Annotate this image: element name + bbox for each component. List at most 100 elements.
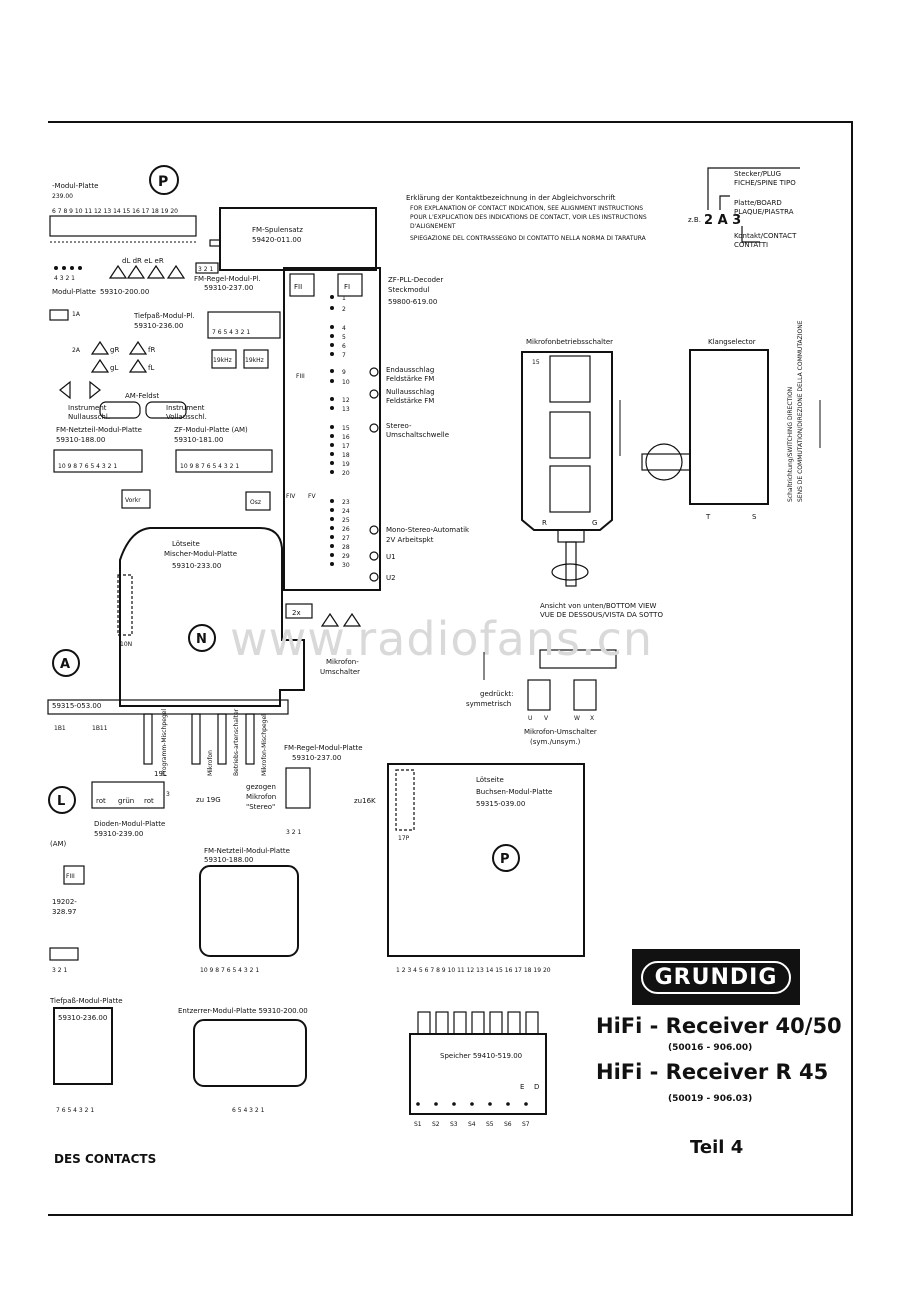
tiefpass-top-label: Tiefpaß-Modul-Pl. — [133, 312, 195, 320]
triangle-labels-mid: gR — [110, 346, 119, 354]
decoder-pin-label: 16 — [342, 434, 350, 441]
fm-netzteil-bottom-box — [199, 865, 299, 957]
legend-line-3: POUR L'EXPLICATION DES INDICATIONS DE CO… — [410, 214, 647, 221]
gezogen-label-3: "Stereo" — [246, 803, 275, 811]
connector-10n-label: 10N — [120, 641, 132, 648]
decoder-pin-dot — [330, 499, 334, 503]
page-frame — [48, 121, 853, 1216]
mikrofon-switch-contacts — [549, 355, 591, 513]
klang-knob-shaft — [641, 453, 691, 471]
fm-netzteil-top-number: 59310-188.00 — [56, 436, 105, 444]
switch-knob — [551, 563, 589, 581]
am-label: (AM) — [50, 840, 67, 848]
klangselector-label: Klangselector — [708, 338, 756, 346]
test-mono-stereo: Mono-Stereo-Automatik — [386, 526, 470, 534]
decoder-pin-label: 23 — [342, 499, 350, 506]
mikrofonbetrieb-outline — [521, 351, 613, 531]
part-label: Teil 4 — [690, 1137, 744, 1158]
decoder-pin-dot — [330, 334, 334, 338]
dioden-pins: 3 — [166, 791, 170, 798]
fm-netzteil-top-pins: 10 9 8 7 6 5 4 3 2 1 — [58, 463, 117, 470]
label-17p: 17P — [398, 835, 410, 842]
decoder-pin-label: 28 — [342, 544, 350, 551]
decoder-pin-dot — [330, 434, 334, 438]
legend-prefix: z.B. — [688, 216, 701, 224]
button-19khz-1-label: 19kHz — [213, 357, 232, 364]
connector-circle-p-bottom — [492, 844, 520, 872]
decoder-pin-label: 27 — [342, 535, 350, 542]
legend-stecker: Stecker/PLUG — [734, 170, 781, 178]
switch-row-labels: 15 — [532, 359, 540, 366]
filter-fii-label: FII — [294, 283, 302, 291]
decoder-pin-dot — [330, 306, 334, 310]
speicher-pin-dot — [506, 1102, 510, 1106]
zu-19g: zu 19G — [196, 796, 221, 804]
fm-spulensatz-tab — [209, 239, 221, 247]
circle-p-top-label: P — [158, 174, 168, 190]
modul-platte-top-num: 239.00 — [52, 193, 73, 200]
decoder-pin-label: 1 — [342, 295, 346, 302]
fiii-box — [63, 865, 85, 885]
button-19khz-2 — [243, 349, 269, 369]
fm-spulensatz-box — [219, 207, 377, 271]
decoder-pin-label: 17 — [342, 443, 350, 450]
decoder-pin-label: 7 — [342, 352, 346, 359]
decoder-pin-label: 30 — [342, 562, 350, 569]
test-stereo-umschalt-2: Umschaltschwelle — [386, 431, 449, 439]
dioden-gruen: grün — [118, 797, 134, 805]
decoder-pin-dot — [330, 452, 334, 456]
button-osz — [245, 491, 271, 511]
decoder-pin-dot — [330, 553, 334, 557]
switching-direction: Schaltrichtung/SWITCHING DIRECTION — [787, 387, 794, 502]
left-small-2: 328.97 — [52, 908, 77, 916]
adjust-triangles-right — [320, 612, 362, 627]
decoder-pin-dot — [330, 517, 334, 521]
legend-line-4: D'ALIGNEMENT — [410, 223, 456, 230]
zf-decoder-label: ZF-PLL-Decoder — [388, 276, 443, 284]
bottom-pin-1b1: 1B1 — [54, 725, 66, 732]
speicher-pin-dot — [470, 1102, 474, 1106]
fm-regel-bottom-label: FM-Regel-Modul-Platte — [284, 744, 363, 752]
small-2x-label: 2x — [292, 609, 301, 617]
speicher-d: D — [534, 1083, 539, 1091]
dioden-box — [91, 781, 165, 809]
decoder-pin-label: 5 — [342, 334, 346, 341]
tri-label-gl: gL — [110, 364, 118, 372]
title-hifi-receiver-r45: HiFi - Receiver R 45 — [596, 1060, 829, 1084]
speicher-pin-label: S1 — [414, 1121, 422, 1128]
decoder-pin-label: 12 — [342, 397, 350, 404]
klang-col-s: S — [752, 513, 757, 521]
decoder-pin-label: 10 — [342, 379, 350, 386]
fm-netzteil-top-connector — [53, 449, 143, 473]
connector-17p — [395, 769, 415, 831]
instrument-voll-box — [145, 401, 187, 419]
buchsen-modul-number: 59315-039.00 — [476, 800, 525, 808]
decoder-pin-dot — [330, 470, 334, 474]
instrument-null-label: Instrument — [68, 404, 107, 412]
circle-p-bottom-label: P — [500, 852, 510, 867]
ansicht-label-2: VUE DE DESSOUS/VISTA DA SOTTO — [540, 611, 663, 619]
speicher-pin-label: S4 — [468, 1121, 476, 1128]
legend-line-1: Erklärung der Kontaktbezeichnung in der … — [406, 194, 616, 202]
decoder-pin-dot — [330, 397, 334, 401]
decoder-pin-dot — [330, 369, 334, 373]
speicher-pin-dot — [524, 1102, 528, 1106]
circle-l-label: L — [57, 794, 65, 809]
decoder-pin-dot — [330, 352, 334, 356]
decoder-pin-label: 2 — [342, 306, 346, 313]
zf-decoder-number: 59800-619.00 — [388, 298, 437, 306]
button-19khz-2-label: 19kHz — [245, 357, 264, 364]
title-hifi-receiver-40-50: HiFi - Receiver 40/50 — [596, 1014, 842, 1038]
zf-modul-am-number: 59310-181.00 — [174, 436, 223, 444]
test-endausschlag-2: Feldstärke FM — [386, 375, 434, 383]
speicher-label: Speicher 59410-519.00 — [440, 1052, 522, 1060]
adjust-triangles-top — [108, 264, 186, 279]
decoder-pin-label: 13 — [342, 406, 350, 413]
test-nullausschlag-2: Feldstärke FM — [386, 397, 434, 405]
zf-decoder-strip — [283, 267, 381, 591]
mischer-modul-outline — [119, 527, 305, 707]
tri-label-fr: fR — [148, 346, 155, 354]
knob-betriebsarten: Betriebs-artenschalter — [233, 708, 240, 776]
mikrofon-umschalter-sub: (sym./unsym.) — [530, 738, 581, 746]
decoder-pin-label: 6 — [342, 343, 346, 350]
